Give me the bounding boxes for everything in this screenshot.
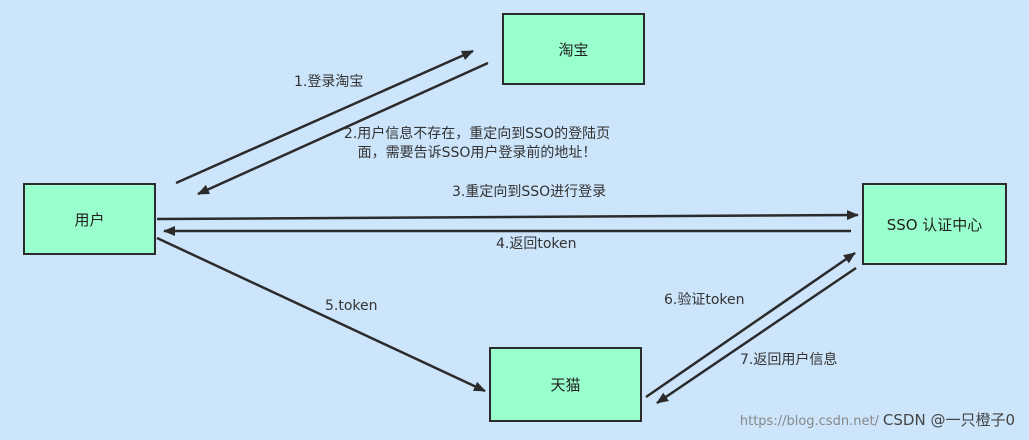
edge-label-3: 3.重定向到SSO进行登录 bbox=[452, 184, 607, 200]
edge-label-5: 5.token bbox=[325, 298, 378, 314]
node-user: 用户 bbox=[23, 183, 156, 255]
watermark-brand: CSDN @一只橙子0 bbox=[882, 411, 1015, 429]
arrow-3-user-to-sso bbox=[156, 210, 859, 221]
edge-label-7: 7.返回用户信息 bbox=[740, 352, 838, 368]
edge-label-2-line-1: 2.用户信息不存在，重定向到SSO的登陆页 bbox=[343, 126, 611, 142]
node-sso: SSO 认证中心 bbox=[862, 183, 1007, 265]
arrow-6-tmall-to-sso bbox=[645, 251, 856, 399]
arrow-7-sso-to-tmall bbox=[656, 266, 857, 405]
node-tmall: 天猫 bbox=[489, 347, 642, 422]
watermark-url: https://blog.csdn.net/ bbox=[739, 414, 879, 429]
arrow-1-user-to-taobao bbox=[175, 49, 474, 185]
watermark: https://blog.csdn.net/CSDN @一只橙子0 bbox=[740, 409, 1015, 430]
node-taobao: 淘宝 bbox=[502, 13, 645, 85]
arrow-5-user-to-tmall bbox=[156, 236, 486, 393]
arrow-2-taobao-to-user bbox=[197, 61, 489, 196]
edge-label-2-line-2: 面，需要告诉SSO用户登录前的地址！ bbox=[357, 145, 597, 161]
edge-label-6: 6.验证token bbox=[664, 292, 745, 308]
edge-label-2: 2.用户信息不存在，重定向到SSO的登陆页 面，需要告诉SSO用户登录前的地址！ bbox=[322, 125, 632, 163]
edge-label-4: 4.返回token bbox=[496, 236, 577, 252]
edge-label-1: 1.登录淘宝 bbox=[294, 74, 364, 90]
